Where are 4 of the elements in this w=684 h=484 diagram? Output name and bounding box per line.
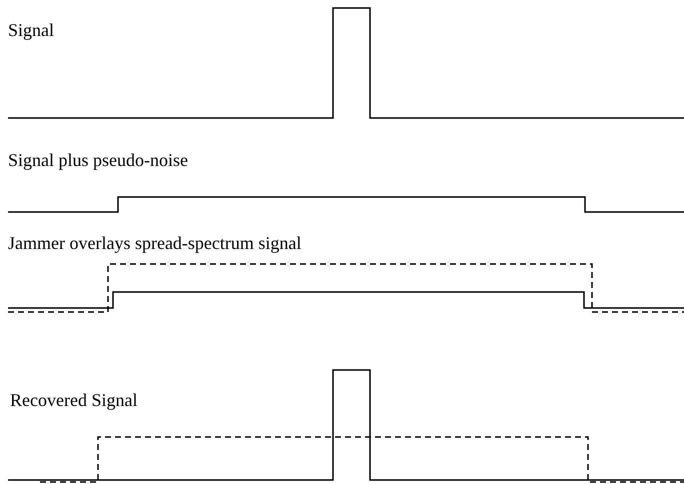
waveform-caption: Recovered Signal [10,390,138,410]
waveform-caption: Jammer overlays spread-spectrum signal [8,233,302,253]
waveform-caption: Signal plus pseudo-noise [8,150,188,170]
waveform-caption: Signal [8,20,54,40]
